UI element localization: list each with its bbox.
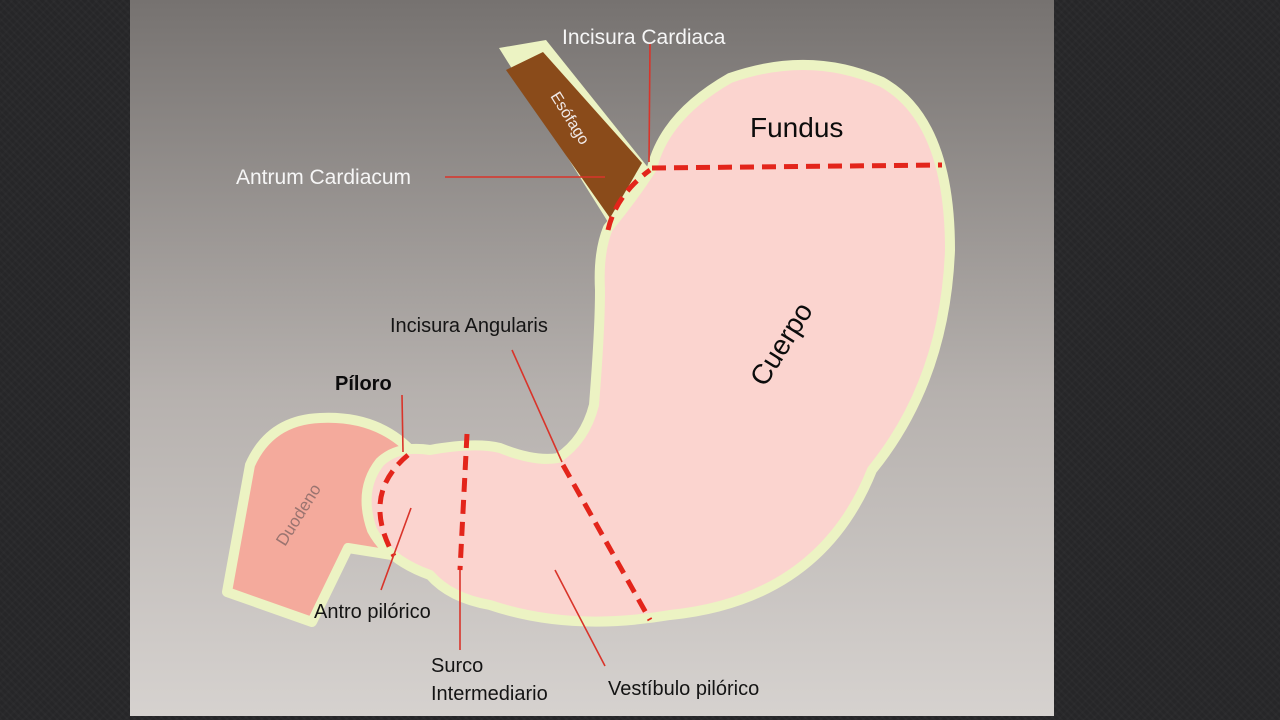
vestibulo-pilorico-leader bbox=[554, 569, 606, 667]
incisura-angularis-leader bbox=[511, 349, 563, 463]
vestibulo-pilorico-label: Vestíbulo pilórico bbox=[608, 678, 759, 700]
surco-label-line1: Surco bbox=[431, 655, 483, 677]
slide: Incisura Cardiaca Antrum Cardiacum Fundu… bbox=[130, 0, 1054, 716]
antrum-cardiacum-label: Antrum Cardiacum bbox=[236, 166, 411, 189]
piloro-leader bbox=[401, 394, 404, 453]
incisura-angularis-line bbox=[560, 463, 653, 622]
esophagus bbox=[499, 40, 650, 230]
antro-pilorico-leader bbox=[380, 507, 412, 591]
pylorus-boundary-line bbox=[377, 453, 410, 558]
surco-label-line2: Intermediario bbox=[431, 683, 548, 705]
surco-intermediario-line bbox=[457, 433, 470, 571]
incisura-cardiaca-label: Incisura Cardiaca bbox=[562, 26, 726, 49]
stomach bbox=[361, 59, 955, 627]
fundus-boundary-line bbox=[651, 162, 943, 171]
antro-pilorico-label: Antro pilórico bbox=[314, 601, 431, 623]
incisura-angularis-label: Incisura Angularis bbox=[390, 315, 548, 337]
stomach-diagram: Incisura Cardiaca Antrum Cardiacum Fundu… bbox=[222, 26, 955, 705]
incisura-cardiaca-leader bbox=[648, 43, 651, 163]
fundus-label: Fundus bbox=[750, 112, 843, 143]
cardia-boundary-line bbox=[605, 167, 652, 231]
piloro-label: Píloro bbox=[335, 373, 392, 395]
